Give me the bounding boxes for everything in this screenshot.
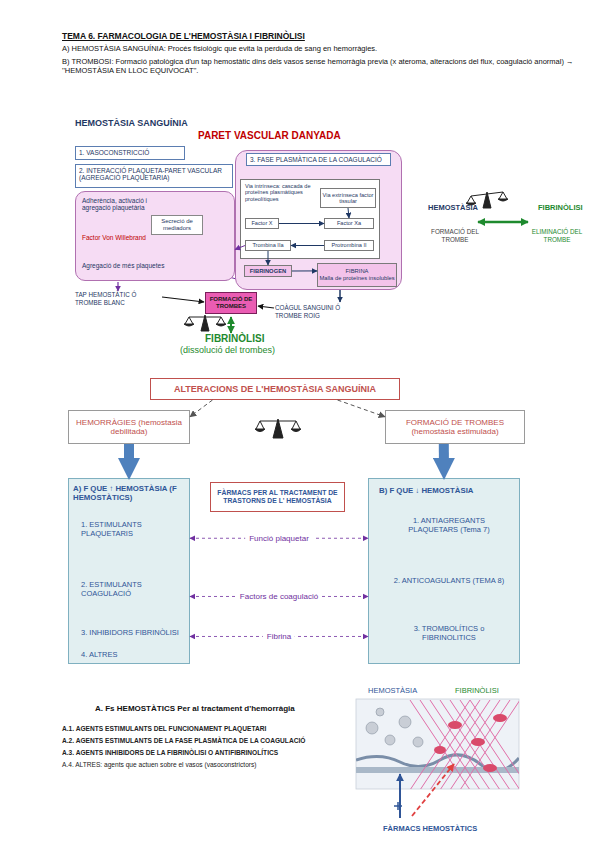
text-label: TAP HEMOSTÀTIC Ó TROMBE BLANC [75, 291, 161, 306]
group-box: 3. FASE PLASMÀTICA DE LA COAGULACIÓ Via i… [235, 150, 402, 290]
text-label: FIBRINÒLISI [538, 203, 583, 212]
text-label: FÀRMACS HEMOSTÀTICS [383, 824, 477, 833]
text-label: A.4. ALTRES: agents que actuen sobre el … [62, 761, 354, 769]
node-text: Via extrínseca factor tissular [321, 192, 375, 205]
text-label: HEMOSTÀSIA SANGUÍNIA [75, 118, 188, 129]
heading-box: FÀRMACS PER AL TRACTAMENT DE TRASTORNS D… [210, 482, 345, 512]
node-text: FIBRINOGEN [250, 268, 286, 275]
process-box: Via extrínseca factor tissular [320, 188, 376, 208]
text-label: A.2. AGENTS ESTIMULANTS DE LA FASE PLASM… [62, 737, 354, 745]
node-text: 1. ANTIAGREGANTS PLAQUETARS (Tema 7) [393, 517, 505, 534]
node-text: Factor Xa [337, 220, 361, 226]
process-box: 2. INTERACCIÓ PLAQUETA-PARET VASCULAR (A… [75, 164, 233, 188]
node-text: FÀRMACS PER AL TRACTAMENT DE TRASTORNS D… [213, 489, 342, 505]
connector [190, 400, 213, 417]
result-box: FORMACIÓ DE TROMBES [205, 292, 257, 314]
hemostasis-illustration [356, 699, 530, 818]
node-text: 1. ESTIMULANTS PLAQUETARIS [81, 521, 181, 538]
text-label: B) TROMBOSI: Formació patològica d'un ta… [62, 57, 592, 75]
text-label: COÀGUL SANGUINI Ó TROMBE ROIG [275, 304, 359, 319]
process-box: 1. VASOCONSTRICCIÓ [75, 146, 185, 160]
node-text: Factor X [251, 220, 272, 226]
node-text: Protrombina II [331, 242, 366, 248]
group-box: Adherència, activació i agregació plaque… [75, 191, 235, 281]
text-label: FIBRINÒLISI [455, 686, 499, 695]
balance-symbol [255, 419, 301, 438]
node-text: FORMACIÓ DE TROMBES [206, 296, 256, 310]
connector [124, 444, 134, 458]
node-text: Agregació de més plaquetes [82, 262, 177, 269]
process-box: FIBRINOGEN [244, 265, 292, 277]
connector [235, 246, 245, 250]
node-text: 1. VASOCONSTRICCIÓ [79, 149, 181, 156]
text-label: A.3. AGENTS INHIBIDORS DE LA FIBRINÒLISI… [62, 749, 354, 757]
node-text: HEMORRÀGIES (hemostasia debilitada) [69, 418, 189, 436]
text-label: (dissolució del trombes) [180, 345, 275, 356]
leader-arrow [258, 306, 274, 308]
connector [348, 208, 349, 218]
double-arrow [230, 317, 232, 333]
node-text: FIBRINA [346, 268, 369, 275]
text-label: HEMOSTÀSIA [428, 203, 478, 212]
edge-label: Factors de coagulació [236, 592, 322, 601]
node-text: A) F QUE ↑ HEMOSTÀSIA (F HEMOSTÀTICS) [73, 485, 185, 503]
connector [291, 245, 324, 246]
connector [292, 270, 317, 271]
node-text: 2. INTERACCIÓ PLAQUETA-PARET VASCULAR (A… [79, 167, 229, 182]
connector [268, 251, 269, 265]
process-box: Secreció de mediadors [151, 215, 203, 235]
node-text: ALTERACIONS DE L'HEMOSTÀSIA SANGUÍNIA [174, 384, 376, 394]
group-box: Via intrínseca: cascada de proteïnes pla… [240, 179, 380, 259]
condition-box: FORMACIÓ DE TROMBES (hemostàsia estimula… [385, 410, 525, 444]
node-text: Trombina IIa [252, 242, 283, 248]
process-box: Protrombina II [324, 240, 374, 251]
node-text: Adherència, activació i agregació plaque… [82, 197, 154, 212]
node-text: Factor Von Willebrand [82, 234, 154, 241]
process-box: FIBRINAMalla de proteïnes insolubles [317, 263, 397, 287]
page-title: TEMA 6. FARMACOLOGIA DE L'HEMOSTÀSIA I F… [62, 31, 305, 41]
text-label: A.1. AGENTS ESTIMULANTS DEL FUNCIONAMENT… [62, 725, 354, 733]
balance-symbol [184, 315, 226, 331]
node-text: Malla de proteïnes insolubles [319, 275, 394, 282]
node-text: 3. FASE PLASMÀTICA DE LA COAGULACIÓ [246, 153, 391, 166]
edge-label: Funció plaquetar [245, 534, 313, 543]
leader-arrow [162, 297, 204, 302]
connector [439, 444, 449, 458]
node-text: Secreció de mediadors [152, 218, 202, 232]
text-label: FIBRINÒLISI [205, 333, 264, 345]
double-arrow [478, 221, 528, 224]
node-text: 4. ALTRES [81, 651, 181, 660]
drug-band: B) F QUE ↓ HEMOSTÀSIA 1. ANTIAGREGANTS PL… [368, 478, 520, 664]
process-box: Factor X [245, 218, 279, 229]
node-text: 3. TROMBOLÍTICS o FIBRINOLITICS [393, 625, 505, 642]
connector [338, 400, 386, 417]
leader-arrow [117, 282, 118, 291]
text-label: FORMACIÓ DEL TROMBE [430, 228, 480, 243]
node-text: B) F QUE ↓ HEMOSTÀSIA [379, 487, 511, 496]
connector [279, 223, 324, 224]
node-text: 2. ANTICOAGULANTS (TEMA 8) [393, 577, 505, 586]
heading-box: ALTERACIONS DE L'HEMOSTÀSIA SANGUÍNIA [150, 378, 400, 400]
text-label: A) HEMOSTÀSIA SANGUÍNIA: Procés fisiològ… [62, 44, 592, 53]
text-label: ELIMINACIÓ DEL TROMBE [528, 228, 586, 243]
node-text: FORMACIÓ DE TROMBES (hemostàsia estimula… [386, 418, 524, 436]
node-text: 2. ESTIMULANTS COAGULACIÓ [81, 581, 181, 598]
node-text: Via intrínseca: cascada de proteïnes pla… [245, 183, 320, 202]
process-box: Factor Xa [324, 218, 374, 229]
text-label: HEMOSTÀSIA [368, 686, 417, 695]
text-label: PARET VASCULAR DANYADA [198, 130, 341, 142]
condition-box: HEMORRÀGIES (hemostasia debilitada) [68, 410, 190, 444]
drug-band: A) F QUE ↑ HEMOSTÀSIA (F HEMOSTÀTICS) 1. … [68, 478, 190, 664]
node-text: 3. INHIBIDORS FIBRINÒLISI [81, 629, 181, 638]
process-box: Trombina IIa [245, 240, 291, 251]
edge-label: Fibrina [263, 632, 295, 641]
text-label: A. Fs HEMOSTÀTICS Per al tractament d'he… [95, 704, 295, 714]
